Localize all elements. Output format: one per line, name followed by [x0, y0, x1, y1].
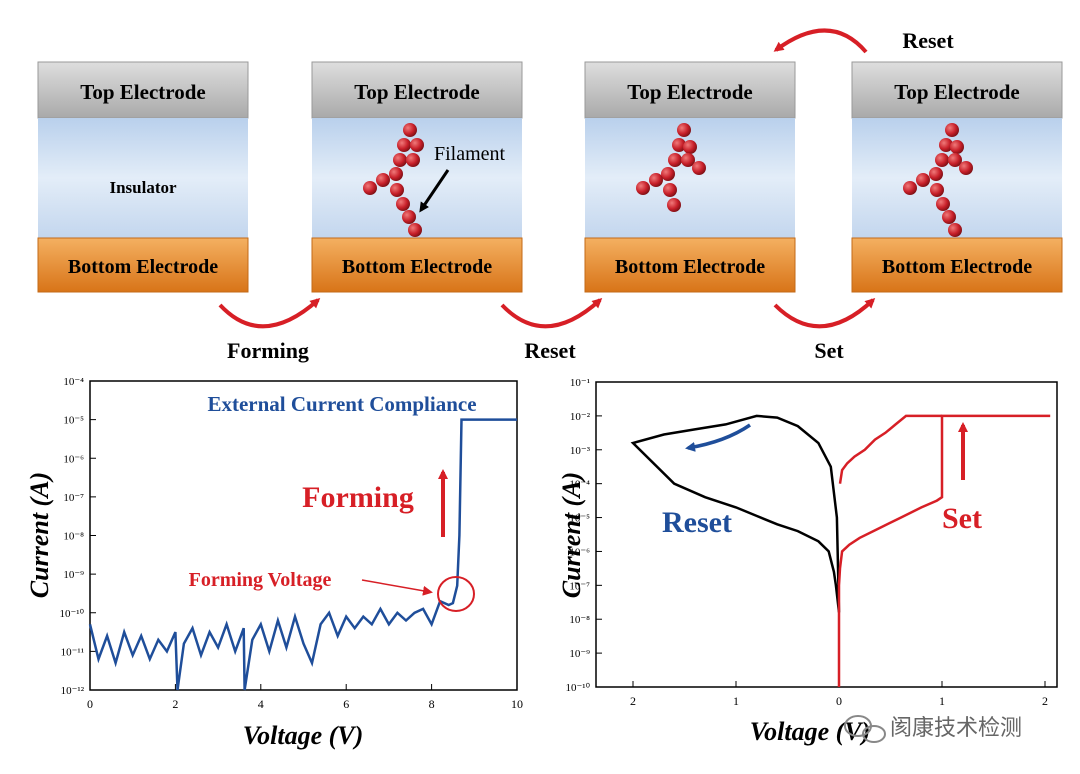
bottom-electrode — [37, 237, 249, 293]
insulator-label: Insulator — [109, 178, 177, 197]
insulator-layer — [312, 118, 522, 238]
set-annotation: Set — [942, 502, 982, 535]
top-electrode — [311, 61, 523, 119]
bottom-electrode-label: Bottom Electrode — [615, 256, 765, 278]
filament-label: Filament — [434, 143, 506, 165]
top-electrode-label: Top Electrode — [627, 80, 752, 104]
reset-top-arrow — [773, 28, 868, 54]
reset-top-label: Reset — [902, 28, 954, 53]
y-tick-label: 10⁻⁵ — [63, 415, 84, 427]
y-tick-label: 10⁻⁸ — [569, 614, 590, 626]
y-ticks: 10⁻¹⁰ 10⁻⁹ 10⁻⁸ 10⁻⁷ 10⁻⁶ 10⁻⁵ 10⁻⁴ 10⁻³ 10⁻² 10⁻… — [565, 377, 602, 694]
reset-direction-arrow — [685, 423, 751, 452]
y-tick-label: 10⁻¹⁰ — [59, 608, 84, 620]
y-tick-label: 10⁻⁶ — [63, 453, 84, 465]
bottom-electrode — [851, 237, 1063, 293]
top-electrode-label: Top Electrode — [894, 80, 1019, 104]
set-upper-curve — [838, 414, 942, 484]
cell-formed: Top Electrode Bottom Electrode Filament — [311, 61, 523, 293]
x-tick-label: 2 — [630, 694, 636, 708]
top-electrode — [37, 61, 249, 119]
y-ticks: 10⁻¹² 10⁻¹¹ 10⁻¹⁰ 10⁻⁹ 10⁻⁸ 10⁻⁷ 10⁻⁶ 10⁻⁵ 10⁻⁴ — [59, 376, 96, 697]
forming-arrow — [218, 298, 321, 329]
y-axis-label: Current (A) — [25, 472, 54, 598]
series-line — [88, 418, 517, 691]
filament-pointer-arrow — [419, 169, 450, 213]
x-axis-label: Voltage (V) — [243, 721, 364, 750]
cell-reset: Top Electrode Bottom Electrode — [584, 61, 796, 293]
forming-voltage-circle — [437, 576, 475, 612]
y-tick-label: 10⁻⁷ — [63, 492, 84, 504]
x-axis-label: Voltage (V) — [750, 717, 871, 746]
x-tick-label: 1 — [733, 694, 739, 708]
plot-frame — [595, 381, 1058, 688]
cell-set: Top Electrode Bottom Electrode — [851, 61, 1063, 293]
bottom-electrode — [311, 237, 523, 293]
forming-label: Forming — [227, 338, 309, 363]
y-tick-label: 10⁻⁶ — [569, 546, 590, 558]
y-tick-label: 10⁻⁸ — [63, 531, 84, 543]
insulator-layer — [585, 118, 795, 238]
forming-voltage-pointer — [361, 579, 433, 596]
y-tick-label: 10⁻² — [570, 411, 591, 423]
bottom-electrode — [584, 237, 796, 293]
bottom-electrode-label: Bottom Electrode — [68, 256, 218, 278]
y-tick-label: 10⁻⁴ — [63, 376, 84, 388]
bottom-electrode-label: Bottom Electrode — [342, 256, 492, 278]
forming-voltage-annotation: Forming Voltage — [189, 569, 332, 591]
x-tick-label: 2 — [1042, 694, 1048, 708]
y-tick-label: 10⁻¹¹ — [61, 646, 84, 658]
x-tick-label: 2 — [172, 697, 178, 711]
x-tick-label: 1 — [939, 694, 945, 708]
y-tick-label: 10⁻¹ — [570, 377, 590, 389]
watermark-text: 阂康技术检测 — [890, 716, 1022, 741]
top-electrode — [851, 61, 1063, 119]
y-tick-label: 10⁻³ — [570, 445, 591, 457]
y-tick-label: 10⁻⁹ — [569, 648, 590, 660]
set-label: Set — [814, 338, 844, 363]
top-electrode — [584, 61, 796, 119]
reset-arrow — [500, 297, 603, 329]
filament — [903, 123, 973, 237]
compliance-annotation: External Current Compliance — [207, 392, 476, 416]
insulator-layer — [38, 118, 248, 238]
filament — [363, 123, 424, 237]
x-tick-label: 0 — [87, 697, 93, 711]
bottom-electrode-label: Bottom Electrode — [882, 256, 1032, 278]
watermark: 阂康技术检测 — [844, 715, 1022, 743]
cell-pristine: Top Electrode Insulator Bottom Electrode — [37, 61, 249, 293]
y-tick-label: 10⁻⁹ — [63, 569, 84, 581]
x-tick-label: 10 — [511, 697, 523, 711]
x-tick-label: 0 — [836, 694, 842, 708]
y-tick-label: 10⁻¹⁰ — [565, 682, 590, 694]
wechat-icon — [844, 715, 886, 743]
x-tick-label: 6 — [343, 697, 349, 711]
set-curve — [837, 414, 1051, 687]
x-ticks: 2 1 0 1 2 — [630, 681, 1048, 708]
top-electrode-label: Top Electrode — [354, 80, 479, 104]
y-tick-label: 10⁻¹² — [61, 685, 85, 697]
y-tick-label: 10⁻⁵ — [569, 513, 590, 525]
x-tick-label: 8 — [429, 697, 435, 711]
set-arrow — [773, 297, 876, 329]
filament — [636, 123, 706, 212]
insulator-layer — [852, 118, 1062, 238]
top-electrode-label: Top Electrode — [80, 80, 205, 104]
x-ticks: 0 2 4 6 8 10 — [87, 684, 523, 711]
reset-curve — [630, 414, 841, 613]
reset-annotation: Reset — [662, 506, 732, 539]
y-tick-label: 10⁻⁷ — [569, 580, 590, 592]
y-tick-label: 10⁻⁴ — [569, 479, 590, 491]
reset-label: Reset — [524, 338, 576, 363]
forming-annotation: Forming — [302, 481, 414, 514]
x-tick-label: 4 — [258, 697, 264, 711]
y-axis-label: Current (A) — [557, 472, 586, 598]
